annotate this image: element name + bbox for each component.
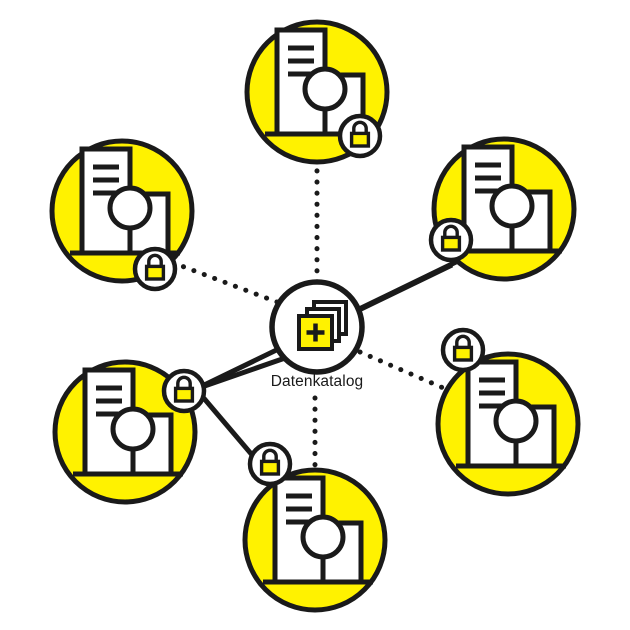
card-stack-plus-icon	[297, 300, 348, 351]
edge-hub-to-upper-left	[168, 259, 280, 305]
hub-label: Datenkatalog	[271, 373, 364, 390]
data-source-lower-right[interactable]	[435, 330, 581, 497]
data-source-bottom[interactable]	[242, 444, 388, 613]
node-layer	[49, 19, 581, 613]
data-source-lower-left[interactable]	[52, 359, 204, 505]
lock-badge-icon[interactable]	[443, 330, 483, 370]
edge-hub-to-lower-left	[195, 354, 289, 392]
lock-badge-icon[interactable]	[340, 116, 380, 156]
datenkatalog-hub[interactable]: Datenkatalog	[269, 279, 365, 390]
lock-badge-icon[interactable]	[135, 249, 175, 289]
lock-badge-icon[interactable]	[431, 220, 471, 260]
data-source-top[interactable]	[244, 19, 390, 165]
lock-badge-icon[interactable]	[164, 371, 204, 411]
data-source-upper-right[interactable]	[431, 136, 577, 282]
lock-badge-icon[interactable]	[250, 444, 290, 484]
edge-hub-to-lower-right	[357, 349, 451, 393]
data-source-upper-left[interactable]	[49, 138, 195, 289]
